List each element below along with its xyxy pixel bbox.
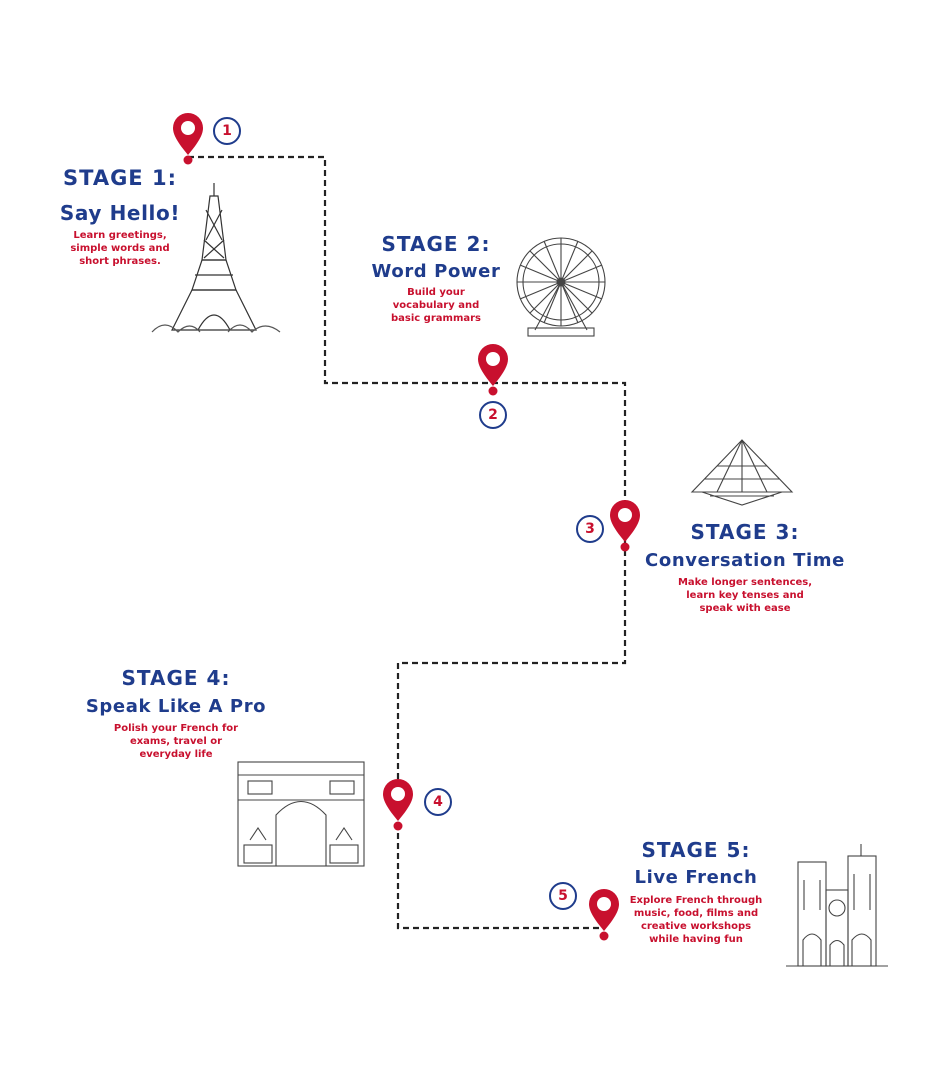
notre-dame-icon xyxy=(786,844,888,967)
stage-5-title: STAGE 5: xyxy=(641,838,751,862)
stage-3-title: STAGE 3: xyxy=(690,520,800,544)
stage-2-title: STAGE 2: xyxy=(381,232,491,256)
location-pin-icon xyxy=(610,500,640,552)
eiffel-tower-icon xyxy=(151,183,281,333)
stage-4-title: STAGE 4: xyxy=(121,666,231,690)
stage-number-badge: 3 xyxy=(576,515,604,543)
stage-1-title: STAGE 1: xyxy=(63,166,177,190)
stage-3-subtitle: Conversation Time xyxy=(645,550,845,571)
stage-number-badge: 1 xyxy=(213,117,241,145)
stage-2-description: Build your vocabulary and basic grammars xyxy=(390,287,481,324)
stage-3-description: Make longer sentences, learn key tenses … xyxy=(677,577,813,614)
location-pin-icon xyxy=(478,344,508,396)
stage-number-badge: 4 xyxy=(424,788,452,816)
louvre-pyramid-icon xyxy=(690,439,794,506)
stage-5-subtitle: Live French xyxy=(634,867,758,888)
location-pin-icon xyxy=(589,889,619,941)
stage-2-subtitle: Word Power xyxy=(371,261,501,282)
stage-4-description: Polish your French for exams, travel or … xyxy=(113,723,239,760)
location-pin-icon xyxy=(173,113,203,165)
stage-number-badge: 5 xyxy=(549,882,577,910)
stage-1-subtitle: Say Hello! xyxy=(59,201,181,225)
stage-5-description: Explore French through music, food, film… xyxy=(629,895,763,945)
stage-number-badge: 2 xyxy=(479,401,507,429)
stage-1-description: Learn greetings, simple words and short … xyxy=(70,230,170,267)
ferris-wheel-icon xyxy=(516,237,606,337)
arc-de-triomphe-icon xyxy=(237,761,365,867)
location-pin-icon xyxy=(383,779,413,831)
stage-4-subtitle: Speak Like A Pro xyxy=(85,696,267,717)
